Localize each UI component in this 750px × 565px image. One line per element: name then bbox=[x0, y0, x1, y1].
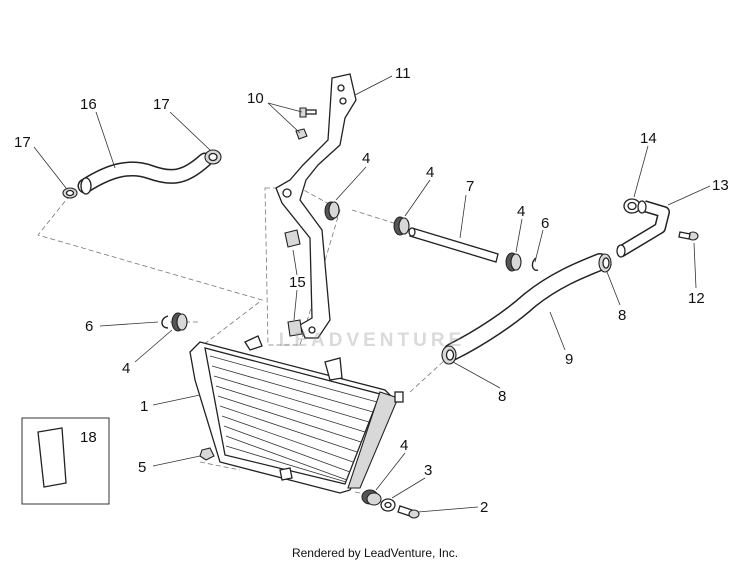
mount-4-d bbox=[171, 312, 188, 332]
clamp-8-upper bbox=[598, 253, 612, 273]
callout-9: 9 bbox=[565, 351, 573, 368]
callout-1: 1 bbox=[140, 398, 148, 415]
callout-4-a: 4 bbox=[362, 150, 370, 167]
callout-12: 12 bbox=[688, 290, 705, 307]
grommet-15-upper bbox=[284, 229, 301, 248]
footer-credit: Rendered by LeadVenture, Inc. bbox=[291, 546, 459, 560]
clip-6-left bbox=[161, 315, 169, 329]
callout-4-b: 4 bbox=[426, 164, 434, 181]
mount-4-e bbox=[361, 489, 382, 506]
mount-4-a bbox=[324, 201, 340, 221]
callout-7: 7 bbox=[466, 178, 474, 195]
callout-8-b: 8 bbox=[498, 388, 506, 405]
pipe-7 bbox=[408, 227, 499, 263]
callout-6-a: 6 bbox=[85, 318, 93, 335]
pipe-13 bbox=[616, 200, 670, 258]
clip-6-right bbox=[531, 257, 539, 271]
washer-3 bbox=[380, 498, 396, 512]
callout-5: 5 bbox=[138, 459, 146, 476]
clamp-17-right bbox=[204, 149, 222, 165]
part-18-box bbox=[21, 417, 110, 505]
leader-lines bbox=[33, 75, 711, 513]
callout-8-a: 8 bbox=[618, 307, 626, 324]
clamp-17-left bbox=[62, 187, 78, 199]
hose-16 bbox=[77, 152, 213, 195]
hose-9 bbox=[443, 253, 609, 361]
callout-4-c: 4 bbox=[517, 203, 525, 220]
callout-14: 14 bbox=[640, 130, 657, 147]
callout-2: 2 bbox=[480, 499, 488, 516]
radiator-fins bbox=[209, 355, 378, 483]
bolt-10-upper bbox=[299, 107, 317, 118]
bolt-12 bbox=[678, 231, 699, 241]
radiator-1 bbox=[189, 335, 404, 494]
callout-17-b: 17 bbox=[14, 134, 31, 151]
callout-labels: 1 2 3 4 4 4 4 4 5 6 6 7 8 8 9 10 11 12 1… bbox=[14, 65, 729, 516]
callout-11: 11 bbox=[395, 65, 411, 82]
callout-3: 3 bbox=[424, 462, 432, 479]
callout-4-e: 4 bbox=[400, 437, 408, 454]
callout-17-a: 17 bbox=[153, 96, 170, 113]
callout-6-b: 6 bbox=[541, 215, 549, 232]
callout-18: 18 bbox=[80, 429, 97, 446]
callout-16: 16 bbox=[80, 96, 97, 113]
watermark: LEADVENTURE bbox=[278, 330, 466, 351]
callout-10: 10 bbox=[247, 90, 264, 107]
grommet-15-lower bbox=[287, 319, 303, 337]
callout-13: 13 bbox=[712, 177, 729, 194]
nut-5 bbox=[199, 447, 215, 461]
clamp-8-lower bbox=[441, 345, 457, 365]
callout-15: 15 bbox=[289, 274, 306, 291]
callout-4-d: 4 bbox=[122, 360, 130, 377]
bolt-2 bbox=[397, 505, 420, 519]
mount-4-c bbox=[505, 252, 522, 272]
bracket-11 bbox=[275, 73, 357, 339]
mount-4-b bbox=[393, 216, 410, 236]
